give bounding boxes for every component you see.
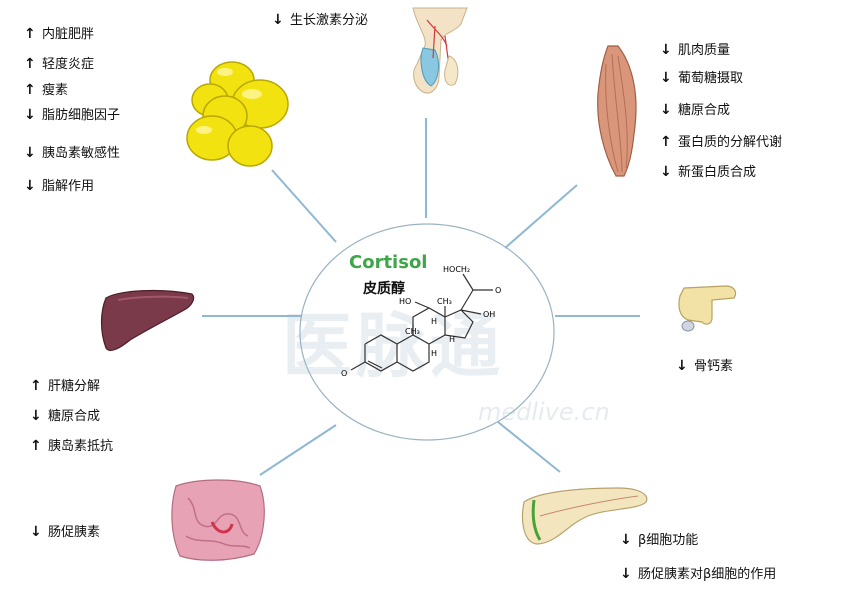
arrow-down-icon: ↓ bbox=[660, 164, 672, 180]
effect-incretin: ↓肠促胰素 bbox=[30, 524, 101, 540]
effect-leptin: ↑瘦素 bbox=[24, 82, 69, 98]
liver-icon bbox=[100, 289, 195, 352]
effect-osteocalcin: ↓骨钙素 bbox=[676, 358, 734, 374]
arrow-up-icon: ↑ bbox=[24, 56, 36, 72]
muscle-icon bbox=[597, 45, 637, 177]
arrow-up-icon: ↑ bbox=[30, 438, 42, 454]
arrow-down-icon: ↓ bbox=[660, 102, 672, 118]
arrow-down-icon: ↓ bbox=[24, 107, 36, 123]
pituitary-gland-icon bbox=[412, 7, 468, 94]
intestine-icon bbox=[171, 479, 265, 561]
effect-adipokines: ↓脂肪细胞因子 bbox=[24, 107, 121, 123]
label-h-a: H bbox=[431, 317, 437, 326]
pancreas-icon bbox=[521, 487, 648, 545]
label-ho-11: HO bbox=[399, 297, 411, 306]
bone-icon bbox=[678, 285, 737, 332]
cortisol-structure: HOCH₂ O OH HO CH₃ CH₃ O H H H bbox=[341, 265, 501, 378]
label-o-ketone: O bbox=[495, 286, 501, 295]
connector-pancreas bbox=[497, 421, 561, 473]
effect-lipolysis: ↓脂解作用 bbox=[24, 178, 95, 194]
label-oh-17: OH bbox=[483, 310, 495, 319]
arrow-up-icon: ↑ bbox=[660, 134, 672, 150]
effect-protein-catabolism: ↑蛋白质的分解代谢 bbox=[660, 134, 783, 150]
arrow-down-icon: ↓ bbox=[620, 532, 632, 548]
effect-incretin-on-beta-cell: ↓肠促胰素对β细胞的作用 bbox=[620, 566, 777, 582]
effect-liver-glycogen-synthesis: ↓糖原合成 bbox=[30, 408, 101, 424]
label-ch3-19: CH₃ bbox=[405, 327, 420, 336]
arrow-up-icon: ↑ bbox=[30, 378, 42, 394]
label-h-b: H bbox=[449, 335, 455, 344]
effect-visceral-obesity: ↑内脏肥胖 bbox=[24, 26, 95, 42]
label-ch3-18: CH₃ bbox=[437, 297, 452, 306]
arrow-down-icon: ↓ bbox=[660, 42, 672, 58]
arrow-down-icon: ↓ bbox=[620, 566, 632, 582]
watermark-sub: medlive.cn bbox=[478, 398, 610, 426]
effect-muscle-mass: ↓肌肉质量 bbox=[660, 42, 731, 58]
effect-protein-synthesis: ↓新蛋白质合成 bbox=[660, 164, 757, 180]
hormone-name: Cortisol bbox=[349, 252, 428, 273]
arrow-down-icon: ↓ bbox=[24, 178, 36, 194]
arrow-down-icon: ↓ bbox=[30, 408, 42, 424]
arrow-down-icon: ↓ bbox=[676, 358, 688, 374]
watermark: 医脉通 bbox=[282, 305, 504, 387]
effect-glucose-uptake: ↓葡萄糖摄取 bbox=[660, 70, 744, 86]
effect-glycogenolysis: ↑肝糖分解 bbox=[30, 378, 101, 394]
arrow-up-icon: ↑ bbox=[24, 82, 36, 98]
label-hoch2: HOCH₂ bbox=[443, 265, 470, 274]
effect-growth-hormone: ↓生长激素分泌 bbox=[272, 12, 369, 28]
label-o-bottom: O bbox=[341, 369, 347, 378]
adipose-tissue-icon bbox=[186, 61, 289, 167]
effect-glycogen-synthesis: ↓糖原合成 bbox=[660, 102, 731, 118]
hormone-name-chinese: 皮质醇 bbox=[363, 281, 405, 297]
center-ellipse bbox=[299, 223, 555, 441]
effect-insulin-sensitivity: ↓胰岛素敏感性 bbox=[24, 145, 121, 161]
arrow-up-icon: ↑ bbox=[24, 26, 36, 42]
arrow-down-icon: ↓ bbox=[24, 145, 36, 161]
effect-insulin-resistance: ↑胰岛素抵抗 bbox=[30, 438, 114, 454]
connector-muscle bbox=[504, 184, 578, 249]
effect-mild-inflammation: ↑轻度炎症 bbox=[24, 56, 95, 72]
effect-beta-cell-function: ↓β细胞功能 bbox=[620, 532, 699, 548]
arrow-down-icon: ↓ bbox=[272, 12, 284, 28]
arrow-down-icon: ↓ bbox=[30, 524, 42, 540]
label-h-c: H bbox=[431, 349, 437, 358]
arrow-down-icon: ↓ bbox=[660, 70, 672, 86]
connector-adipose bbox=[271, 169, 337, 243]
connector-intestine bbox=[259, 424, 337, 476]
